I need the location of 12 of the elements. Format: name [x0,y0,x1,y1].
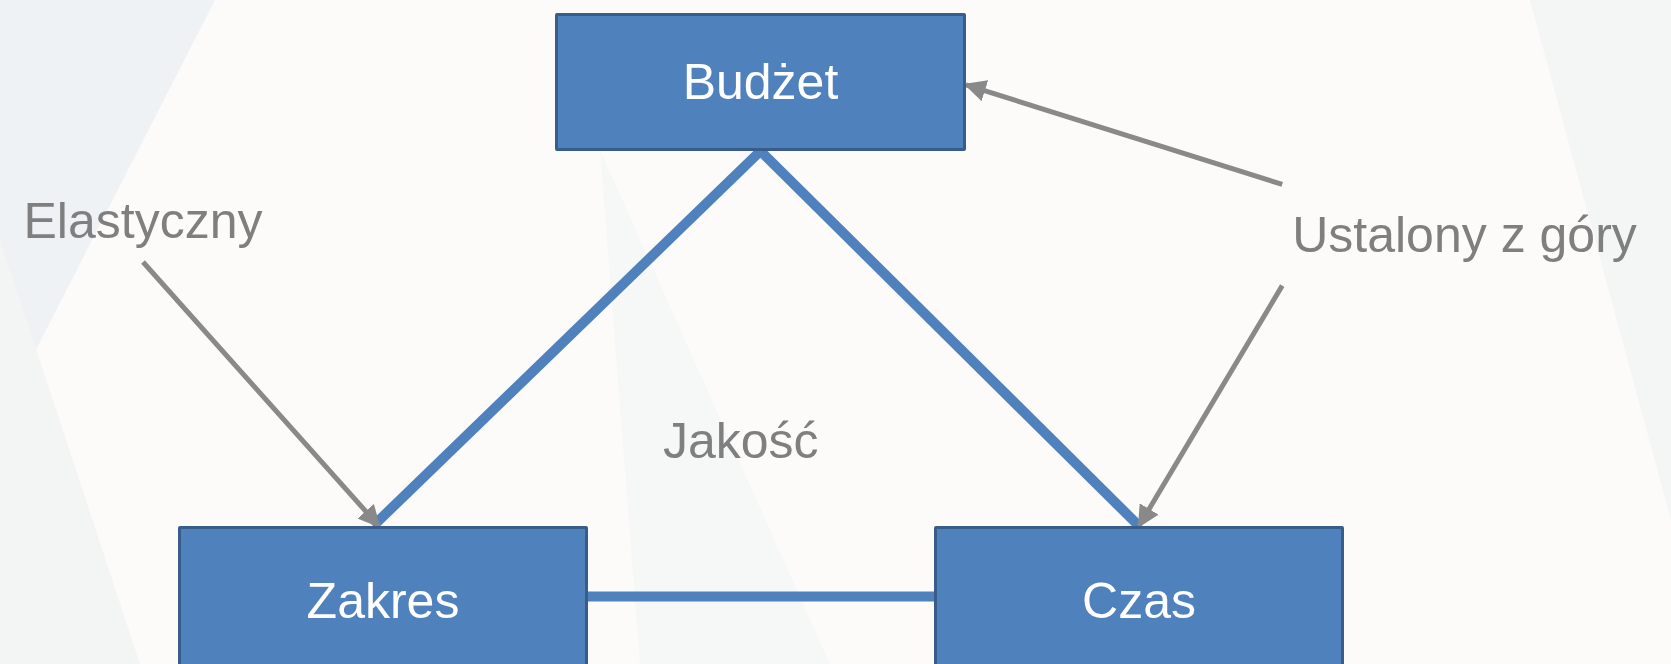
connector-line [588,591,934,602]
node-label: Elastyczny [23,192,263,250]
node-label: Ustalony z góry [1292,206,1637,264]
node-label: Budżet [682,53,839,111]
process-box [934,526,1344,664]
node-label: Czas [1082,572,1196,630]
center-label: Jakość [663,412,819,470]
process-box [178,526,588,664]
arrow [1136,284,1285,528]
arrow [141,260,381,528]
process-box [555,13,966,151]
node-label: Zakres [306,572,460,630]
